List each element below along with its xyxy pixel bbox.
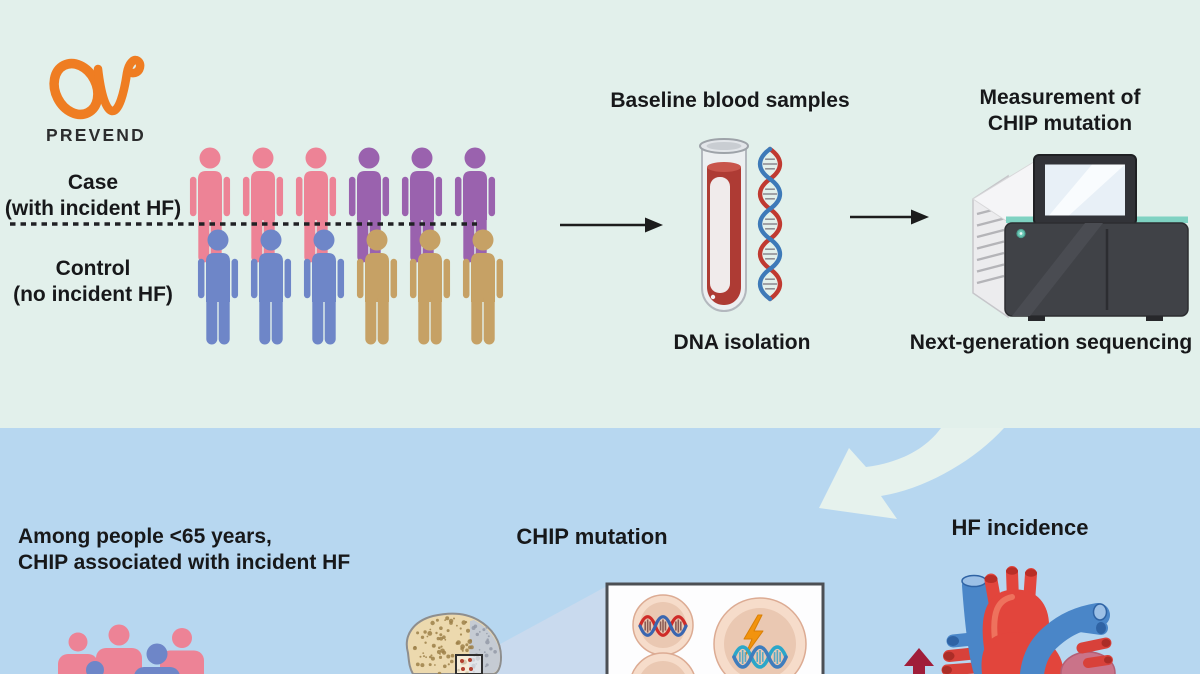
person-icon	[250, 229, 292, 345]
marrow-inset-box	[455, 654, 483, 674]
dna-helix-icon	[757, 146, 783, 302]
person-icon	[356, 229, 398, 345]
mutated-dna-icon	[732, 645, 788, 669]
hf-up-arrow-icon	[904, 648, 934, 674]
vent-lines	[976, 205, 1005, 285]
finding-line2: CHIP associated with incident HF	[18, 550, 351, 574]
flow-arrow-1-icon	[560, 217, 663, 233]
chip-mutation-heading: CHIP mutation	[516, 524, 668, 549]
person-bust-icon	[86, 661, 104, 674]
control-label-line2: (no incident HF)	[13, 282, 173, 306]
person-icon	[409, 229, 451, 345]
prevend-logo-icon	[49, 55, 145, 120]
swoosh-arrow-icon	[819, 428, 1004, 519]
blood-tube-icon	[699, 138, 749, 313]
case-label: Case (with incident HF)	[0, 170, 186, 221]
case-people-row	[189, 147, 496, 263]
prevend-wordmark: PREVEND	[45, 125, 146, 145]
heart-icon	[941, 566, 1116, 674]
person-bust-icon	[134, 643, 180, 674]
cell-dna-icon	[638, 615, 688, 637]
case-label-line2: (with incident HF)	[4, 196, 182, 220]
mutation-bolt-icon	[743, 614, 764, 657]
sequencer-icon	[972, 154, 1189, 321]
crowd-icon	[58, 624, 204, 674]
baseline-blood-title: Baseline blood samples	[610, 89, 850, 112]
finding-line1: Among people <65 years,	[18, 525, 272, 548]
control-label-line1: Control	[55, 257, 131, 280]
case-label-line1: Case	[67, 171, 119, 194]
magnifier-beam	[480, 586, 607, 674]
measurement-title-line1: Measurement of	[979, 86, 1141, 109]
dna-isolation-caption: DNA isolation	[673, 331, 811, 354]
finding-text: Among people <65 years, CHIP associated …	[18, 524, 408, 575]
hf-incidence-heading: HF incidence	[951, 515, 1089, 540]
person-icon	[462, 229, 504, 345]
measurement-title-line2: CHIP mutation	[987, 111, 1133, 135]
person-icon	[303, 229, 345, 345]
chip-cells-panel	[605, 582, 825, 674]
control-people-row	[197, 229, 504, 345]
measurement-title: Measurement of CHIP mutation	[945, 85, 1175, 136]
control-label: Control (no incident HF)	[0, 256, 186, 307]
ngs-caption: Next-generation sequencing	[909, 331, 1193, 354]
flow-arrow-2-icon	[850, 209, 929, 225]
bone-marrow-icon	[405, 612, 503, 674]
person-icon	[197, 229, 239, 345]
person-bust-icon	[96, 624, 142, 674]
